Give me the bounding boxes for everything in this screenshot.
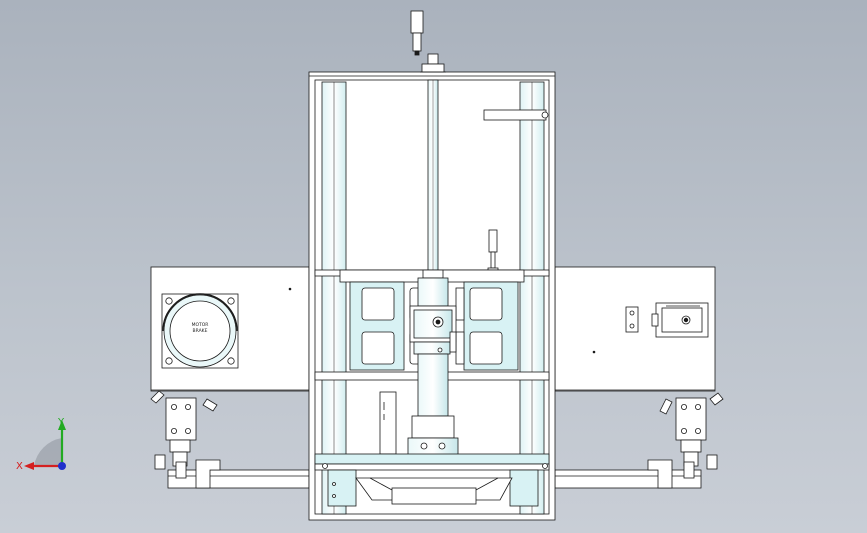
base-band	[314, 453, 550, 471]
right-rail	[554, 454, 718, 489]
left-rail	[154, 454, 310, 489]
actuator-cylinder	[407, 269, 459, 467]
left-clamp	[150, 390, 218, 467]
guide-column-left	[321, 81, 347, 515]
xyz-triad-icon	[24, 420, 66, 470]
base-tray	[327, 469, 539, 507]
top-sensor	[410, 10, 446, 73]
motor-label-line1: MOTOR	[192, 322, 209, 328]
right-clamp	[659, 392, 724, 467]
motor-label-line2: BRAKE	[193, 328, 208, 334]
guide-column-right	[519, 81, 545, 515]
right-bracket	[625, 302, 709, 338]
axis-x-label: X	[16, 461, 23, 472]
axis-y-label: Y	[57, 417, 65, 428]
motor-unit	[161, 293, 239, 369]
lower-panel	[379, 391, 397, 455]
upper-arm	[483, 109, 549, 121]
center-rod	[427, 79, 439, 271]
